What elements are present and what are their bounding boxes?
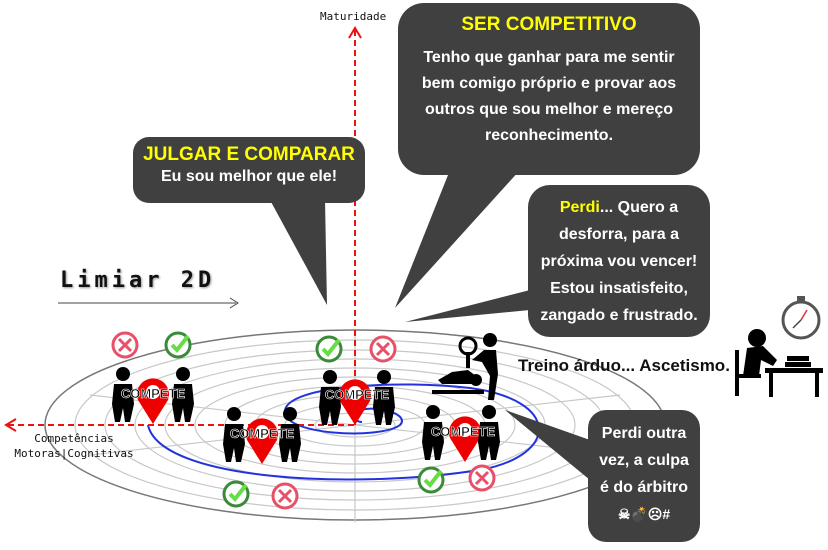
vertical-axis-label: Maturidade — [320, 10, 387, 23]
svg-text:COMPETE: COMPETE — [431, 424, 496, 439]
studying-with-timer-icon — [735, 296, 823, 397]
compete-figures-icon: COMPETE — [315, 335, 397, 425]
judge-bubble-body: Eu sou melhor que ele! — [160, 167, 338, 185]
check-mark-icon — [222, 480, 250, 508]
judge-bubble: JULGAR E COMPARAR Eu sou melhor que ele! — [133, 137, 365, 203]
check-mark-icon — [164, 331, 192, 359]
lost-bubble: Perdi... Quero a desforra, para a próxim… — [528, 185, 710, 337]
competitive-bubble: SER COMPETITIVO Tenho que ganhar para me… — [398, 3, 700, 175]
compete-group-4: COMPETE — [415, 400, 511, 500]
threshold-label: Limiar 2D — [60, 268, 216, 293]
svg-text:COMPETE: COMPETE — [230, 426, 295, 441]
lost-highlight: Perdi — [559, 199, 600, 216]
compete-group-2: COMPETE — [222, 382, 312, 510]
competitive-line-4: reconhecimento. — [484, 126, 614, 144]
lost-line-5: zangado e frustrado. — [540, 307, 698, 324]
cross-mark-icon — [111, 331, 139, 359]
cross-mark-icon — [369, 335, 397, 363]
horizontal-axis-label: Competências Motoras|Cognitivas — [14, 431, 134, 461]
horizontal-axis-label-line1: Competências — [34, 432, 114, 445]
competitive-line-3: outros que sou melhor e mereço — [424, 100, 674, 118]
lost-line-3: próxima vou vencer! — [540, 253, 698, 270]
compete-label: COMPETE — [121, 386, 186, 401]
bench-press-icon — [432, 333, 498, 400]
compete-figures-icon: COMPETE — [222, 407, 301, 510]
lost-line-4: Estou insatisfeito, — [550, 280, 688, 297]
blame-line-3: é do árbitro — [599, 479, 688, 496]
lost-bubble-tail — [405, 290, 530, 322]
svg-text:COMPETE: COMPETE — [325, 387, 390, 402]
compete-group-3: COMPETE — [312, 333, 408, 429]
check-mark-icon — [315, 335, 343, 363]
lost-line-1-rest: ... Quero a — [599, 199, 679, 216]
cross-mark-icon — [468, 464, 496, 492]
stopwatch-icon — [781, 296, 821, 340]
blame-emoji-line: ☠💣☹# — [617, 506, 671, 522]
competitive-line-1: Tenho que ganhar para me sentir — [423, 48, 675, 66]
cross-mark-icon — [271, 482, 299, 510]
competitive-bubble-tail — [395, 170, 520, 308]
check-mark-icon — [417, 466, 445, 494]
judge-bubble-title: JULGAR E COMPARAR — [143, 144, 355, 165]
compete-figures-icon: COMPETE — [111, 331, 194, 424]
blame-line-1: Perdi outra — [601, 425, 687, 442]
competitive-line-2: bem comigo próprio e provar aos — [421, 74, 677, 92]
lost-line-1: Perdi... Quero a — [528, 194, 710, 221]
competitive-bubble-title: SER COMPETITIVO — [461, 14, 637, 35]
blame-line-2: vez, a culpa — [599, 452, 689, 469]
training-label: Treino árduo... Ascetismo. — [518, 356, 730, 375]
compete-figures-icon: COMPETE — [417, 405, 500, 494]
horizontal-axis-label-line2: Motoras|Cognitivas — [14, 447, 134, 460]
compete-group-1: COMPETE — [108, 330, 198, 426]
blame-bubble-tail — [505, 410, 590, 480]
lost-line-2: desforra, para a — [558, 226, 680, 243]
blame-bubble: Perdi outra vez, a culpa é do árbitro ☠💣… — [588, 410, 700, 542]
judge-bubble-tail — [270, 200, 327, 305]
